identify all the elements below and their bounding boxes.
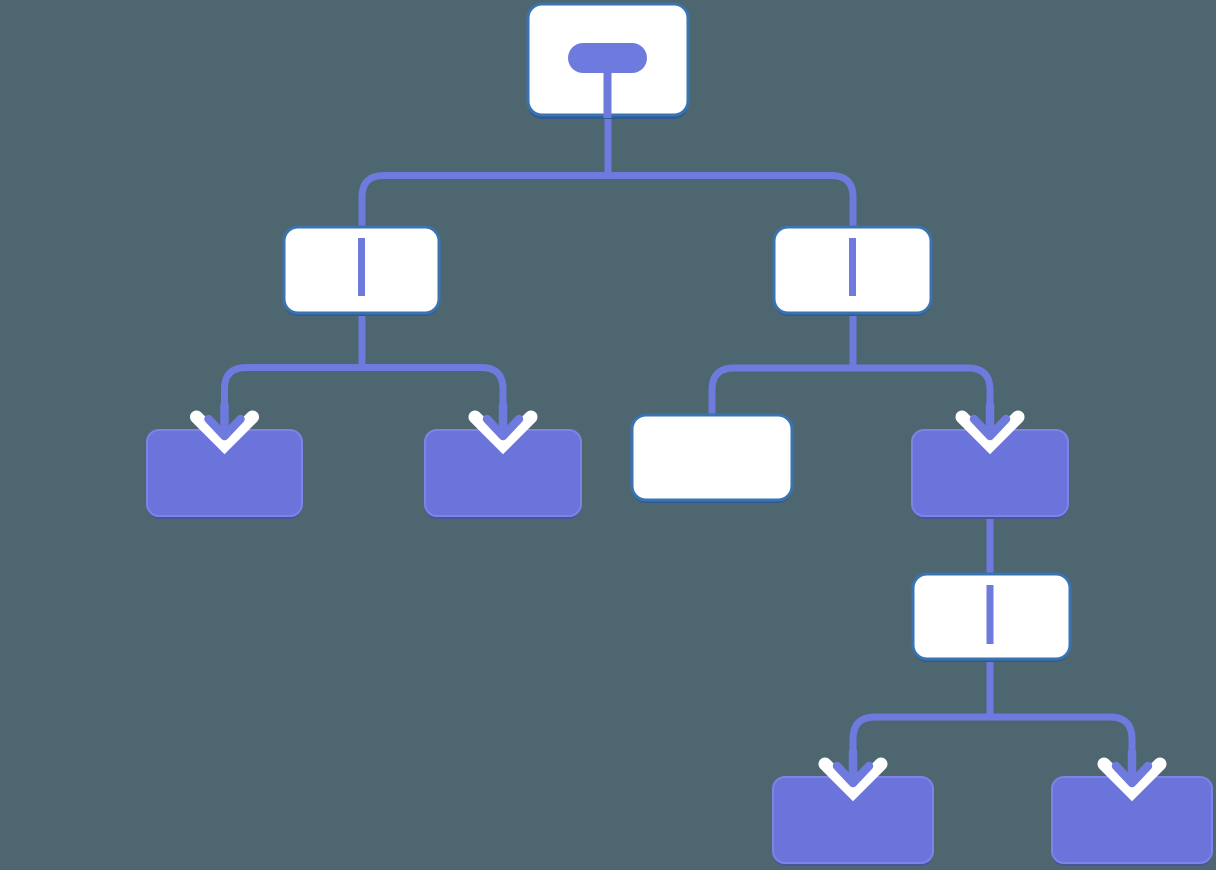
arrow-down-marker-leaf-right-2 — [1097, 747, 1167, 802]
chevron-down-icon — [468, 410, 538, 455]
chevron-down-icon — [190, 410, 259, 455]
node-leaf-left-2[interactable] — [424, 429, 582, 519]
arrow-down-marker-leaf-right-1 — [818, 747, 888, 802]
chevron-down-icon — [1097, 757, 1167, 802]
arrow-down-icon — [969, 400, 1011, 441]
connector-branch-right-to-children — [708, 310, 994, 424]
arrow-down-marker-leaf-left-1 — [190, 400, 259, 455]
chevron-down-icon — [818, 757, 888, 802]
root-pill-icon — [568, 43, 647, 118]
arrow-down-icon — [1111, 747, 1153, 788]
chevron-down-icon — [955, 410, 1025, 455]
node-child-right-2[interactable] — [911, 429, 1069, 519]
nodes — [146, 2, 1213, 866]
connector-branch-left-to-leaves — [221, 310, 507, 424]
node-branch-right-sub[interactable] — [911, 572, 1072, 662]
node-child-right-1[interactable] — [630, 413, 794, 503]
arrow-down-icon — [482, 400, 524, 441]
node-leaf-right-1[interactable] — [772, 776, 934, 866]
connector-sub-to-leaves — [849, 655, 1136, 771]
node-leaf-left-1[interactable] — [146, 429, 303, 519]
arrow-down-icon — [204, 400, 245, 441]
connectors — [221, 100, 1136, 771]
node-root[interactable] — [526, 2, 690, 119]
arrow-down-marker-child-right-2 — [955, 400, 1025, 455]
node-leaf-right-2[interactable] — [1051, 776, 1213, 866]
node-branch-left[interactable] — [282, 225, 441, 316]
node-branch-right[interactable] — [772, 225, 933, 316]
connector-root-to-level2 — [358, 100, 857, 231]
node-body — [630, 413, 794, 502]
arrow-down-icon — [832, 747, 874, 788]
arrow-down-marker-leaf-left-2 — [468, 400, 538, 455]
arrow-markers — [190, 400, 1167, 802]
